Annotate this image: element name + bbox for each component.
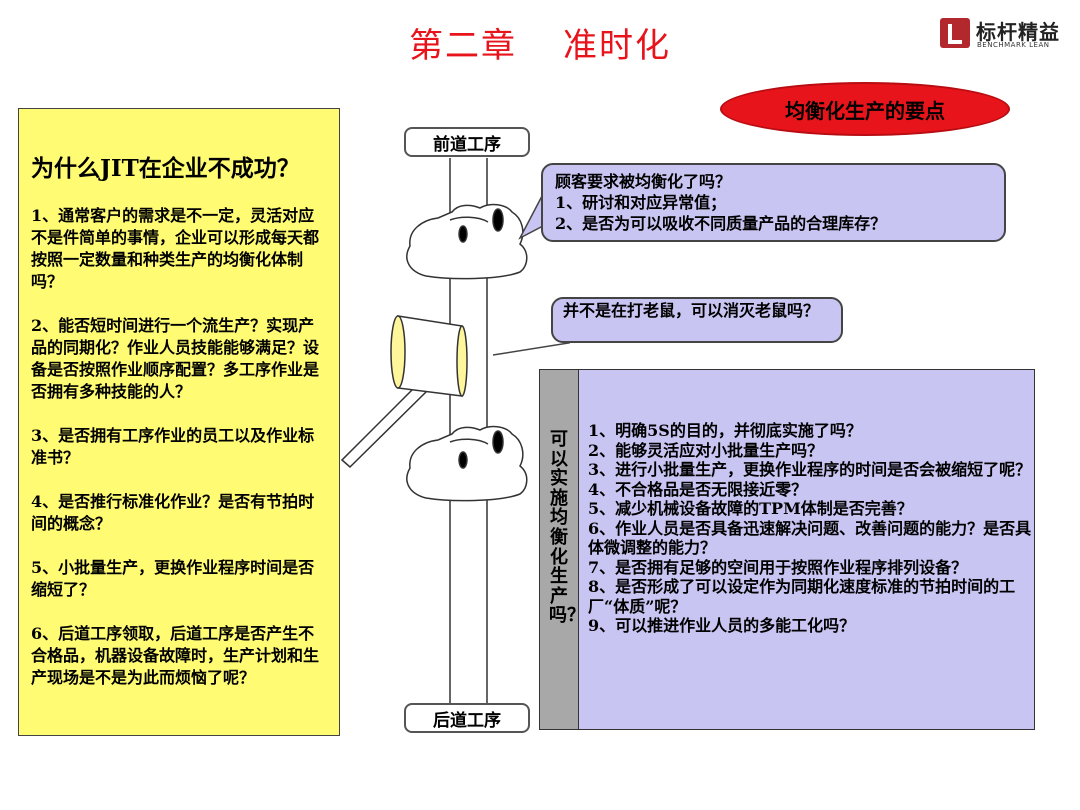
why-jit-point-5: 5、小批量生产，更换作业程序时间是否缩短了？ — [31, 558, 315, 599]
lower-mole-icon — [406, 425, 528, 502]
mole-question-bubble: 并不是在打老鼠，可以消灭老鼠吗？ — [551, 297, 843, 343]
brand-logo: 标杆精益 BENCHMARK LEAN — [940, 16, 1070, 52]
why-jit-point-3: 3、是否拥有工序作业的员工以及作业标准书？ — [31, 426, 315, 467]
checklist-items: 1、明确5S的目的，并彻底实施了吗？ 2、能够灵活应对小批量生产吗？ 3、进行小… — [588, 421, 1032, 636]
logo-name: 标杆精益 — [976, 20, 1060, 44]
upstream-process-box: 前道工序 — [404, 127, 530, 157]
checklist-item: 7、是否拥有足够的空间用于按照作业程序排列设备？ — [588, 557, 968, 577]
why-jit-fails-panel: 为什么JIT在企业不成功？ 1、通常客户的需求是不一定，灵活对应不是件简单的事情… — [18, 108, 340, 736]
upstream-process-label: 前道工序 — [433, 134, 501, 155]
logo-subtitle: BENCHMARK LEAN — [977, 41, 1050, 49]
key-points-label: 均衡化生产的要点 — [785, 98, 945, 123]
hammer-icon — [340, 315, 468, 469]
page-title: 第二章 准时化 — [0, 18, 1080, 67]
customer-demand-point-1: 1、研讨和对应异常值； — [555, 193, 727, 212]
why-jit-point-4: 4、是否推行标准化作业？是否有节拍时间的概念？ — [31, 492, 315, 533]
customer-demand-bubble: 顾客要求被均衡化了吗？ 1、研讨和对应异常值； 2、是否为可以吸收不同质量产品的… — [541, 163, 1006, 242]
chapter-title: 准时化 — [563, 26, 671, 66]
checklist-item: 2、能够灵活应对小批量生产吗？ — [588, 440, 824, 460]
why-jit-point-1: 1、通常客户的需求是不一定，灵活对应不是件简单的事情，企业可以形成每天都按照一定… — [31, 206, 320, 291]
checklist-item: 9、可以推进作业人员的多能工化吗？ — [588, 616, 856, 635]
checklist-item: 8、是否形成了可以设定作为同期化速度标准的节拍时间的工厂“体质”呢？ — [588, 577, 1016, 616]
checklist-side-strip: 可以实施均衡化生产吗？ — [540, 370, 585, 729]
checklist-vertical-label: 可以实施均衡化生产吗？ — [549, 429, 585, 627]
checklist-item: 4、不合格品是否无限接近零？ — [588, 479, 808, 499]
checklist-item: 5、减少机械设备故障的TPM体制是否完善？ — [588, 499, 913, 518]
mole-question-text: 并不是在打老鼠，可以消灭老鼠吗？ — [563, 301, 820, 320]
why-jit-heading: 为什么JIT在企业不成功？ — [31, 155, 300, 182]
checklist-item: 6、作业人员是否具备迅速解决问题、改善问题的能力？是否具体微调整的能力？ — [588, 518, 1032, 558]
middle-bubble-tail — [492, 342, 570, 356]
downstream-process-label: 后道工序 — [433, 710, 501, 731]
key-points-badge: 均衡化生产的要点 — [720, 82, 1010, 136]
leveling-checklist-panel: 可以实施均衡化生产吗？ 1、明确5S的目的，并彻底实施了吗？ 2、能够灵活应对小… — [539, 369, 1035, 730]
upper-mole-icon — [406, 203, 528, 280]
customer-demand-point-2: 2、是否为可以吸收不同质量产品的合理库存？ — [555, 214, 887, 233]
checklist-item: 1、明确5S的目的，并彻底实施了吗？ — [588, 421, 862, 440]
why-jit-point-2: 2、能否短时间进行一个流生产？实现产品的同期化？作业人员技能能够满足？设备是否按… — [31, 316, 320, 401]
customer-demand-question: 顾客要求被均衡化了吗？ — [555, 172, 732, 191]
downstream-process-box: 后道工序 — [404, 703, 530, 733]
why-jit-point-6: 6、后道工序领取，后道工序是否产生不合格品，机器设备故障时，生产计划和生产现场是… — [31, 624, 320, 687]
chapter-number: 第二章 — [409, 26, 517, 66]
checklist-item: 3、进行小批量生产，更换作业程序的时间是否会被缩短了呢？ — [588, 460, 1032, 479]
whack-a-mole-diagram — [340, 158, 570, 703]
logo-mark-icon — [940, 18, 970, 48]
